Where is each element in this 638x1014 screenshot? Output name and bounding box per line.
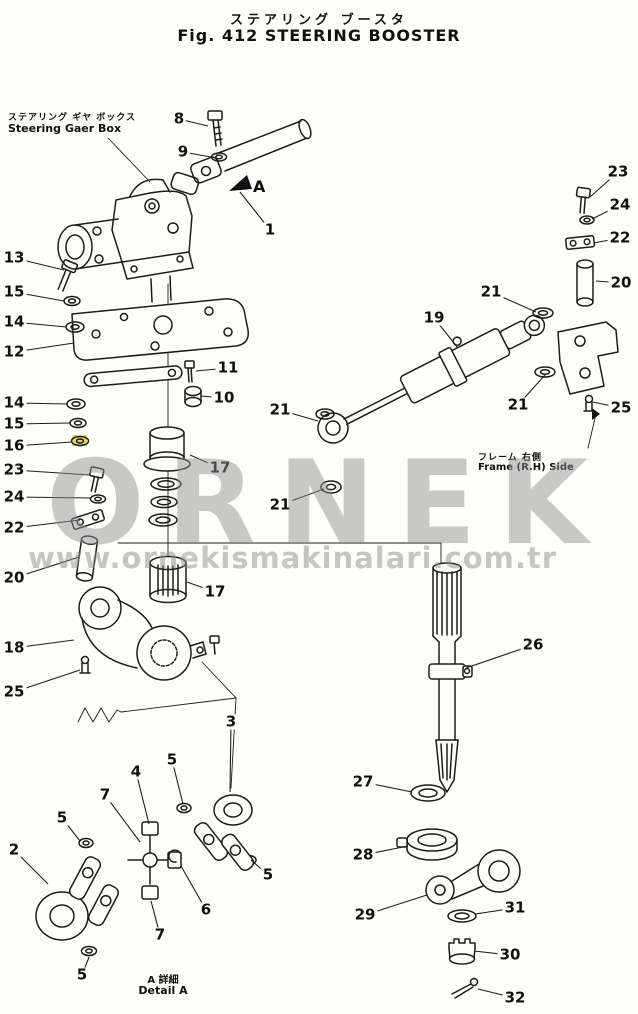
part-27-ring (410, 784, 446, 802)
part-12-plate (71, 298, 249, 361)
part-9-washer (210, 152, 228, 162)
part-7-bearing-cups (141, 851, 182, 900)
figure-title: Fig. 412 STEERING BOOSTER (177, 26, 461, 45)
highlight-mark (72, 435, 87, 446)
part-24-washer (89, 494, 107, 504)
part-32-cotter-pin (451, 977, 479, 999)
input-u-joint (170, 156, 222, 196)
part-23b-bolt (575, 186, 592, 215)
part-24b-washer (579, 215, 595, 225)
part-21-washers (315, 307, 556, 494)
steering-gear-box (57, 178, 194, 303)
strap (83, 365, 183, 388)
part-20-pin (75, 535, 99, 582)
part-3-yoke (193, 794, 255, 872)
part-28-bearing (396, 828, 458, 861)
frame-label-jp: フレーム 右側 (478, 453, 542, 463)
gear-box-label-jp: ステアリング ギヤ ボックス (8, 113, 136, 123)
part-23-bolt (89, 466, 105, 493)
part-2-yoke (35, 856, 120, 941)
part-25b-fitting (583, 394, 595, 412)
part-17-mount (143, 426, 191, 527)
steering-column-tube (215, 118, 312, 172)
detail-a-label-jp: A 詳細 (147, 975, 179, 986)
detail-a-label-en: Detail A (138, 984, 188, 997)
part-20b-pin (576, 259, 594, 307)
part-18-arm (78, 586, 220, 681)
frame-label-en: Frame (R.H) Side (478, 462, 574, 473)
frame-bracket (557, 321, 619, 395)
construction-lines (77, 137, 597, 789)
part-11-bolt (184, 360, 195, 383)
part-10-spacer (184, 385, 202, 408)
part-31-washer (447, 909, 477, 923)
title-japanese: ステアリング ブースタ (230, 13, 408, 28)
part-25-fitting (79, 655, 91, 674)
part-22-clamp (70, 509, 105, 530)
part-13-bolt (57, 259, 79, 292)
part-19-cylinder (317, 314, 546, 444)
part-26-shaft (428, 562, 473, 793)
part-4-spider (127, 821, 173, 885)
part-22b-clamp (565, 235, 596, 250)
gear-box-label-en: Steering Gaer Box (8, 122, 122, 135)
part-6-snap-ring (168, 849, 181, 863)
view-a-label: A (253, 177, 266, 196)
view-a-arrow (229, 175, 252, 191)
part-17b-bushing (149, 555, 187, 604)
part-16-washer (70, 435, 90, 447)
part-30-castle-nut (448, 938, 476, 965)
part-29-arm (425, 849, 521, 905)
part-8-bolt (207, 110, 223, 147)
